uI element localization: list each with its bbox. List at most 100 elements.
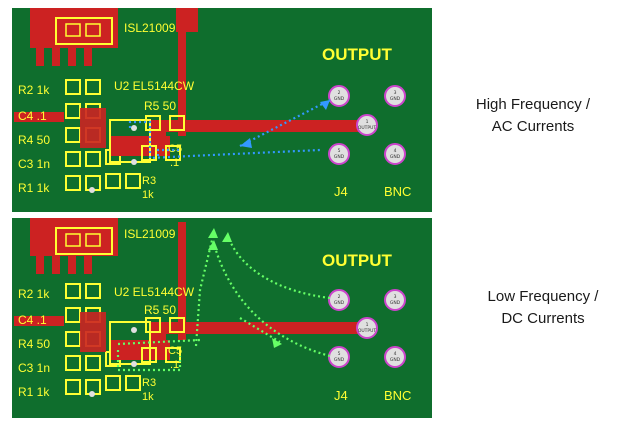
bottom-caption: Low Frequency / DC Currents [458,286,618,330]
left-label: R1 1k [18,181,50,195]
output-trace [150,322,362,334]
pin-label: GND [334,300,345,306]
via [131,125,137,131]
left-label: R2 1k [18,83,50,97]
component-column [65,79,141,191]
pin-number: 1 [366,119,369,125]
trace [52,48,60,66]
bnc-connector: 2 GND 3 GND 1 OUTPUT 5 GND 4 GND [328,289,406,368]
chip-pad [65,233,81,247]
r3-value: 1k [142,189,154,201]
trace [178,222,186,340]
arrowhead [320,100,330,110]
amp-label: U2 EL5144CW [114,79,195,93]
pin-label: GND [334,357,345,363]
pin-number: 4 [394,351,397,357]
r5-label: R5 50 [144,99,176,113]
left-label: C4 .1 [18,109,47,123]
top-caption-line2: AC Currents [491,118,575,135]
via [131,327,137,333]
small-value-label: .1 [170,359,179,371]
left-label: R4 50 [18,133,50,147]
chip-label: ISL21009 [124,21,176,35]
trace [68,48,76,66]
via [89,187,95,193]
pin-label: GND [390,300,401,306]
left-label: C3 1n [18,361,50,375]
left-label: C4 .1 [18,313,47,327]
bnc-connector: 2 GND 3 GND 1 OUTPUT 5 GND 4 GND [328,85,406,165]
r3-value: 1k [142,391,154,403]
copper-pad [14,112,64,122]
trace [178,8,186,136]
via [131,361,137,367]
output-label: OUTPUT [322,45,393,64]
trace [36,256,44,274]
copper-pad [110,136,170,156]
amp-outline [109,321,151,365]
bnc-label: BNC [384,388,411,403]
pin-label: GND [334,154,345,160]
trace [68,256,76,274]
trace [36,48,44,66]
r3-label: R3 [142,377,156,389]
chip-body [55,227,113,255]
pin-label: OUTPUT [358,125,377,131]
pin-label: GND [390,96,401,102]
bottom-panel: ISL21009 U2 EL5144CW R5 50 C5 .1 R3 1k R… [12,218,432,418]
pin-number: 4 [394,148,397,154]
pin-number: 2 [338,90,341,96]
pin-label: OUTPUT [358,328,377,334]
copper-pad [80,108,106,148]
pin-label: GND [334,96,345,102]
pin-number: 3 [394,294,397,300]
pin-label: GND [390,154,401,160]
trace [84,48,92,66]
small-value-label: .1 [170,157,179,169]
arrowhead [240,138,252,148]
bottom-caption-line2: DC Currents [501,310,585,327]
r3-label: R3 [142,175,156,187]
pin-number: 5 [338,148,341,154]
trace [52,256,60,274]
left-label: R2 1k [18,287,50,301]
c5-label: C5 [168,143,182,155]
left-label: R1 1k [18,385,50,399]
top-caption-line1: High Frequency / [475,96,591,113]
pin-number: 3 [394,90,397,96]
j4-label: J4 [334,388,348,403]
top-panel: ISL21009 U2 EL5144CW R5 50 C5 .1 R3 1k R… [12,8,432,212]
left-label: R4 50 [18,337,50,351]
top-caption: High Frequency / AC Currents [448,94,618,138]
left-label: C3 1n [18,157,50,171]
via [89,391,95,397]
output-trace [150,120,362,132]
chip-label: ISL21009 [124,227,176,241]
chip-pad [85,23,101,37]
ac-current-path [128,99,331,160]
amp-label: U2 EL5144CW [114,285,195,299]
arrowhead [208,228,218,238]
pin-label: GND [390,357,401,363]
chip-body [55,17,113,45]
pin-number: 5 [338,351,341,357]
arrowhead [222,232,232,242]
j4-label: J4 [334,184,348,199]
copper-pad [80,312,106,352]
c5-label: C5 [168,345,182,357]
output-label: OUTPUT [322,251,393,270]
via [131,159,137,165]
chip-pad [65,23,81,37]
r5-label: R5 50 [144,303,176,317]
bnc-label: BNC [384,184,411,199]
panel-divider [12,212,432,218]
pin-number: 1 [366,322,369,328]
trace [176,8,198,32]
trace [84,256,92,274]
bottom-caption-line1: Low Frequency / [487,288,599,305]
arrowhead [272,338,282,348]
dc-current-path [116,231,331,372]
arrowhead [208,240,218,250]
pin-number: 2 [338,294,341,300]
